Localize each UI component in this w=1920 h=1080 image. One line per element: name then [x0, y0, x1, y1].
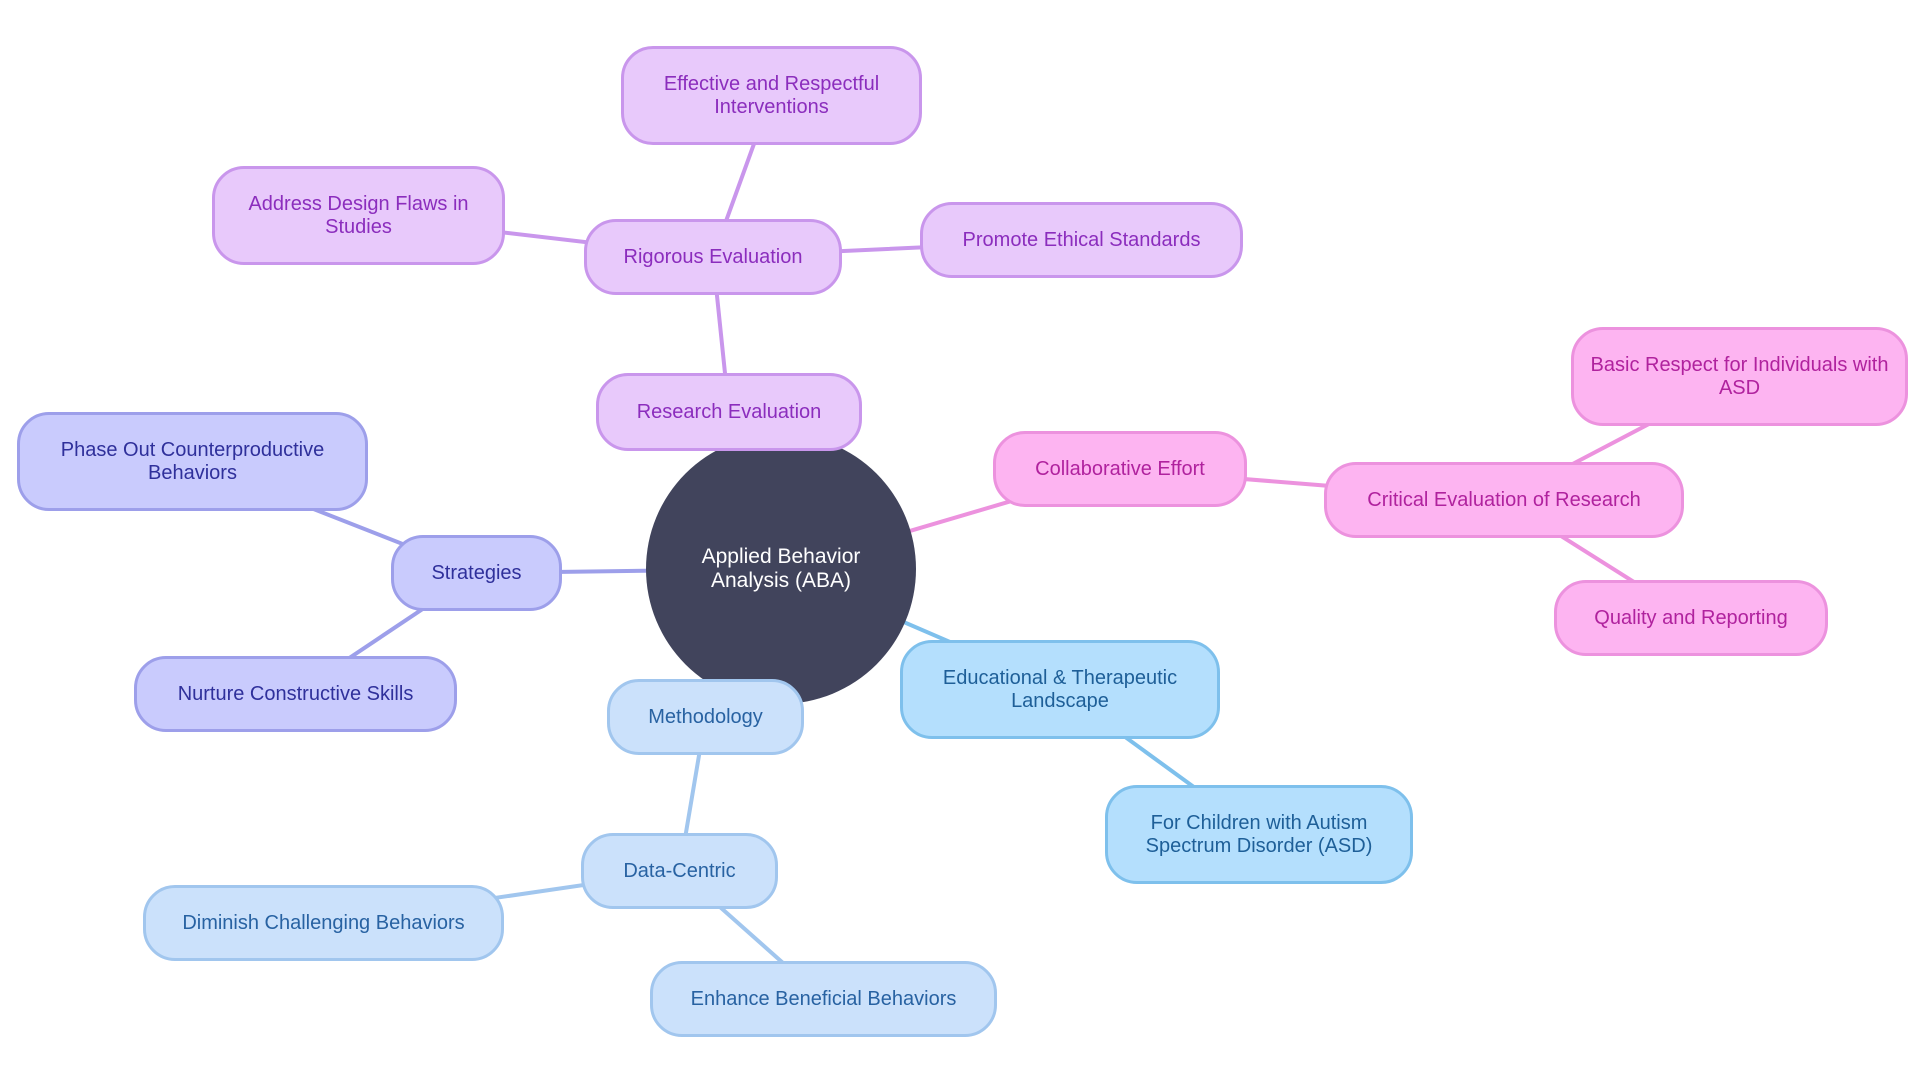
node-educational-therapeutic-landscape: Educational & Therapeutic Landscape — [900, 640, 1220, 739]
node-collaborative-effort: Collaborative Effort — [993, 431, 1247, 507]
node-critical-evaluation: Critical Evaluation of Research — [1324, 462, 1684, 538]
node-methodology: Methodology — [607, 679, 804, 755]
node-rigorous-evaluation: Rigorous Evaluation — [584, 219, 842, 295]
node-children-with-asd: For Children with Autism Spectrum Disord… — [1105, 785, 1413, 884]
node-address-design-flaws: Address Design Flaws in Studies — [212, 166, 505, 265]
root-node-aba: Applied Behavior Analysis (ABA) — [646, 434, 916, 704]
node-promote-ethical-standards: Promote Ethical Standards — [920, 202, 1243, 278]
node-phase-out-counterproductive-behaviors: Phase Out Counterproductive Behaviors — [17, 412, 368, 511]
node-strategies: Strategies — [391, 535, 562, 611]
node-effective-respectful-interventions: Effective and Respectful Interventions — [621, 46, 922, 145]
node-data-centric: Data-Centric — [581, 833, 778, 909]
node-basic-respect: Basic Respect for Individuals with ASD — [1571, 327, 1908, 426]
node-research-evaluation: Research Evaluation — [596, 373, 862, 451]
node-quality-reporting: Quality and Reporting — [1554, 580, 1828, 656]
node-enhance-beneficial-behaviors: Enhance Beneficial Behaviors — [650, 961, 997, 1037]
node-diminish-challenging-behaviors: Diminish Challenging Behaviors — [143, 885, 504, 961]
node-nurture-constructive-skills: Nurture Constructive Skills — [134, 656, 457, 732]
